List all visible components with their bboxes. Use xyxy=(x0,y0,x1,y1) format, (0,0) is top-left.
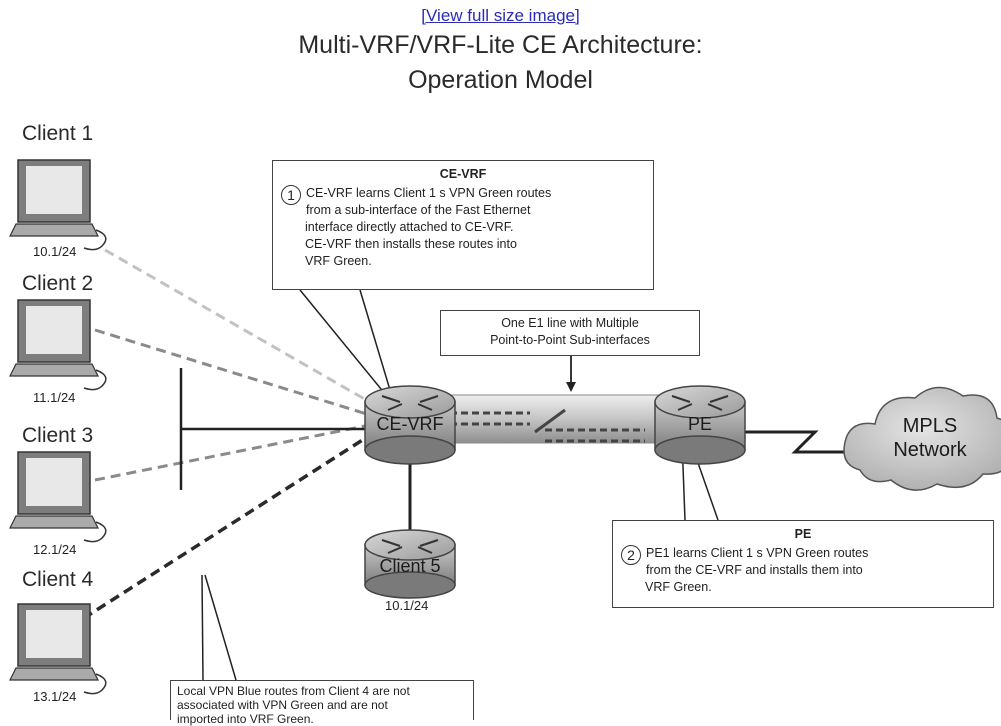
client3-computer-icon xyxy=(9,451,107,543)
view-full-size-link[interactable]: [View full size image] xyxy=(421,6,580,25)
ce-vrf-callout-line: from a sub-interface of the Fast Etherne… xyxy=(306,203,531,217)
ce-vrf-callout-line: CE-VRF learns Client 1 s VPN Green route… xyxy=(306,186,552,200)
ce-callout-pointer-a xyxy=(299,289,391,401)
step-1-number-badge: 1 xyxy=(281,185,301,205)
client4-label: Client 4 xyxy=(22,568,94,591)
ce-vrf-callout-line: VRF Green. xyxy=(305,254,372,268)
mpls-cloud-icon xyxy=(843,386,1001,491)
client1-ip: 10.1/24 xyxy=(33,244,77,259)
local-callout-pointer-a xyxy=(201,574,204,681)
step-2-number-badge: 2 xyxy=(621,545,641,565)
ce-vrf-callout-heading: CE-VRF xyxy=(439,167,487,181)
ce-vrf-callout-text: CE-VRF learns Client 1 s VPN Green route… xyxy=(305,185,645,270)
e1-callout-line1: One E1 line with Multiple xyxy=(501,316,639,330)
ce-vrf-callout-line: CE-VRF then installs these routes into xyxy=(305,237,517,251)
client2-computer-icon xyxy=(9,299,107,391)
mpls-label-line2: Network xyxy=(893,439,967,461)
title-line-2: Operation Model xyxy=(408,66,593,94)
pe-callout-line: PE1 learns Client 1 s VPN Green routes xyxy=(646,546,869,560)
client4-ip: 13.1/24 xyxy=(33,689,77,704)
client1-label: Client 1 xyxy=(22,122,94,145)
title-line-1: Multi-VRF/VRF-Lite CE Architecture: xyxy=(298,31,703,59)
client3-ip: 12.1/24 xyxy=(33,542,77,557)
e1-callout-arrowhead xyxy=(566,382,576,392)
client1-computer-icon xyxy=(9,159,107,251)
client1-link xyxy=(104,248,376,407)
e1-callout-line2: Point-to-Point Sub-interfaces xyxy=(490,333,650,347)
ce-vrf-router-icon xyxy=(364,385,456,465)
local-callout-line: imported into VRF Green. xyxy=(177,712,314,726)
mpls-network-label: MPLS Network xyxy=(870,414,990,462)
local-callout-line: associated with VPN Green and are not xyxy=(177,698,388,712)
pe-router-icon xyxy=(654,385,746,465)
pe-to-mpls-link xyxy=(742,430,852,454)
local-vpn-blue-callout: Local VPN Blue routes from Client 4 are … xyxy=(170,680,474,726)
mpls-label-line1: MPLS xyxy=(902,415,958,437)
diagram-title: Multi-VRF/VRF-Lite CE Architecture: Oper… xyxy=(0,28,1001,98)
e1-line-callout: One E1 line with Multiple Point-to-Point… xyxy=(440,310,700,356)
pe-router-label: PE xyxy=(687,414,712,434)
client2-link xyxy=(94,328,371,417)
client4-computer-icon xyxy=(9,603,107,695)
pe-callout-line: from the CE-VRF and installs them into xyxy=(646,563,863,577)
pe-callout-line: VRF Green. xyxy=(645,580,712,594)
client5-ip: 10.1/24 xyxy=(385,598,429,613)
client5-router-label: Client 5 xyxy=(379,556,441,576)
client3-link xyxy=(94,423,371,482)
local-callout-line: Local VPN Blue routes from Client 4 are … xyxy=(177,684,410,698)
client4-link xyxy=(69,430,376,629)
ce-vrf-callout: CE-VRF 1 CE-VRF learns Client 1 s VPN Gr… xyxy=(272,160,654,290)
client3-label: Client 3 xyxy=(22,424,94,447)
local-callout-pointer-b xyxy=(204,574,237,681)
pe-callout-text: PE1 learns Client 1 s VPN Green routes f… xyxy=(645,545,985,596)
client2-ip: 11.1/24 xyxy=(33,390,76,405)
client2-label: Client 2 xyxy=(22,272,94,295)
ce-vrf-callout-line: interface directly attached to CE-VRF. xyxy=(305,220,514,234)
e1-subinterface-dashes xyxy=(450,408,645,443)
client5-router-icon xyxy=(364,529,456,599)
ce-callout-pointer-b xyxy=(359,289,394,401)
pe-callout-heading: PE xyxy=(794,527,812,541)
pe-callout: PE 2 PE1 learns Client 1 s VPN Green rou… xyxy=(612,520,994,608)
ce-vrf-router-label: CE-VRF xyxy=(376,414,444,434)
